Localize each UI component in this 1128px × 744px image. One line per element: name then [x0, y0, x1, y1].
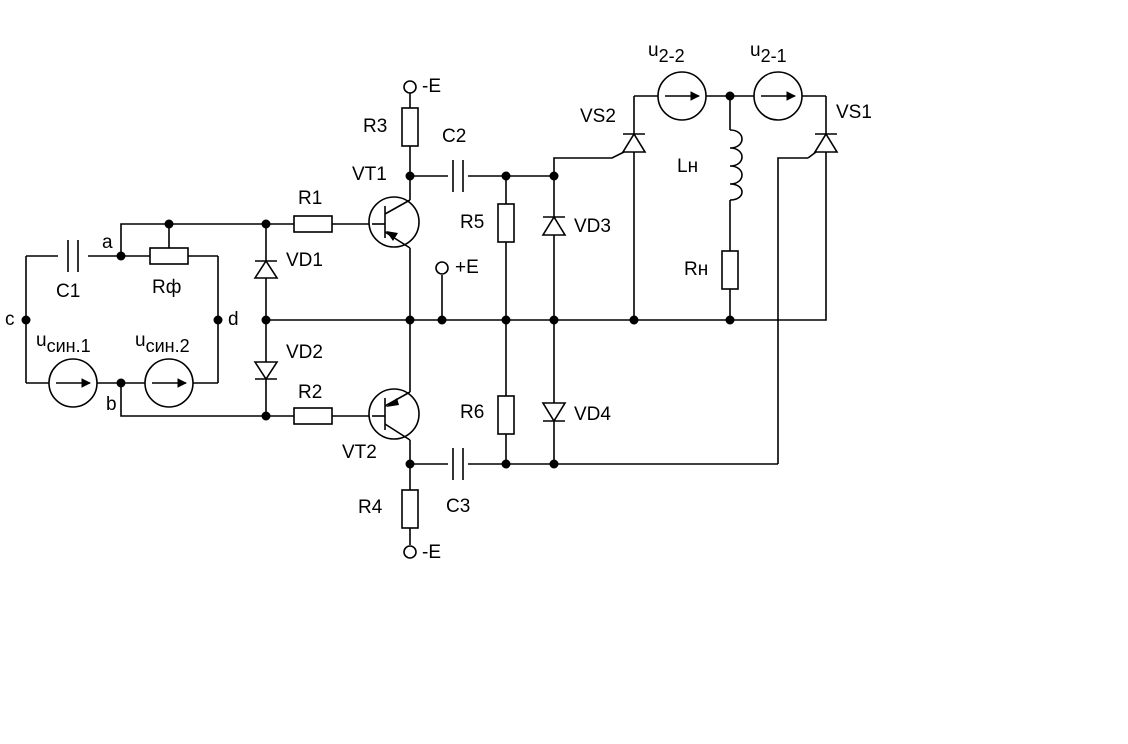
label-rf: Rф	[152, 277, 181, 298]
label-r1: R1	[298, 188, 322, 209]
label-minus-e-bottom: -E	[422, 542, 441, 563]
thyristor-vs2	[621, 132, 647, 153]
resistor-r4	[401, 489, 419, 529]
label-plus-e: +E	[455, 257, 479, 278]
resistor-r1	[293, 215, 333, 233]
voltage-source-u2-2	[657, 71, 707, 121]
labels: C1 Rф a b c d uсин.1 uсин.2 R1 R2 VD1 VD…	[5, 40, 872, 563]
voltage-source-u2-1	[753, 71, 803, 121]
diode-vd3	[541, 215, 567, 236]
inductor-ln	[716, 129, 743, 201]
label-usin2: uсин.2	[135, 330, 190, 356]
label-vd3: VD3	[574, 216, 611, 237]
voltage-source-usin1	[48, 358, 98, 408]
label-c3: C3	[446, 496, 470, 517]
transistor-vt2	[368, 388, 420, 441]
label-c2: C2	[442, 126, 466, 147]
label-vs1: VS1	[836, 102, 872, 123]
label-u2-1: u2-1	[750, 40, 787, 66]
resistor-r2	[293, 407, 333, 425]
label-r5: R5	[460, 212, 484, 233]
label-node-c: c	[5, 309, 15, 330]
resistor-r6	[497, 395, 515, 435]
label-vt1: VT1	[352, 164, 387, 185]
label-c1: C1	[56, 281, 80, 302]
label-node-b: b	[106, 394, 117, 415]
label-vt2: VT2	[342, 442, 377, 463]
terminal-plus-e	[435, 261, 449, 275]
label-node-a: a	[102, 232, 113, 253]
resistor-r3	[401, 107, 419, 147]
diode-vd2	[253, 361, 279, 381]
label-vs2: VS2	[580, 106, 616, 127]
capacitor-c3	[448, 448, 468, 480]
label-u2-2: u2-2	[648, 40, 685, 66]
label-r2: R2	[298, 382, 322, 403]
label-minus-e-top: -E	[422, 76, 441, 97]
label-vd2: VD2	[286, 342, 323, 363]
label-usin1: uсин.1	[36, 330, 91, 356]
diode-vd1	[253, 259, 279, 279]
label-r4: R4	[358, 497, 383, 518]
voltage-source-usin2	[144, 358, 194, 408]
label-ln: Lн	[677, 156, 698, 177]
label-vd1: VD1	[286, 250, 323, 271]
terminal-minus-e-top	[403, 80, 417, 94]
label-r6: R6	[460, 402, 484, 423]
label-rn: Rн	[684, 259, 708, 280]
resistor-r5	[497, 203, 515, 243]
transistor-vt1	[368, 196, 420, 249]
wires	[25, 93, 827, 545]
capacitor-c1	[58, 240, 88, 272]
thyristor-vs1	[813, 132, 839, 153]
resistor-rn	[721, 250, 739, 290]
diode-vd4	[541, 402, 567, 423]
label-r3: R3	[363, 116, 387, 137]
label-vd4: VD4	[574, 404, 611, 425]
terminal-minus-e-bottom	[403, 545, 417, 559]
resistor-rf	[149, 247, 189, 265]
label-node-d: d	[228, 309, 239, 330]
junction-dots	[21, 91, 735, 469]
capacitor-c2	[448, 160, 468, 192]
